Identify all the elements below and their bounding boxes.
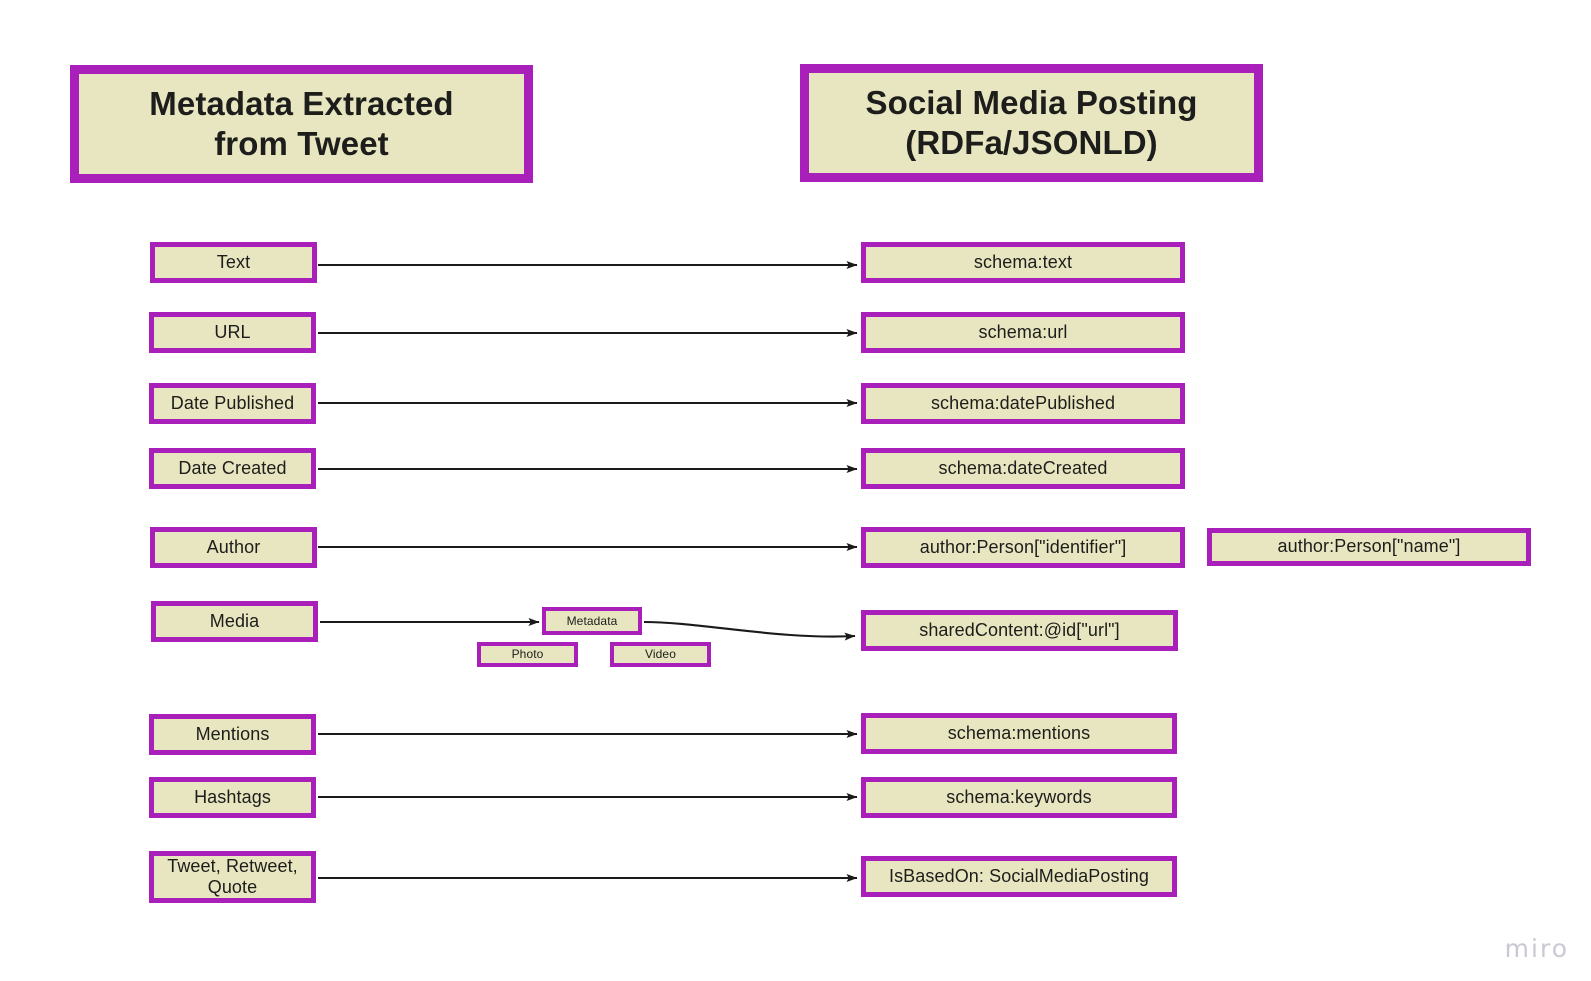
node-metadata-label: Metadata [566, 613, 618, 628]
node-author-person-identifier-label: author:Person["identifier"] [919, 536, 1127, 557]
node-schema-url-label: schema:url [978, 321, 1068, 342]
node-date-published-label: Date Published [170, 392, 295, 413]
node-hashtags[interactable]: Hashtags [149, 777, 316, 818]
node-shared-content-id-url-label: sharedContent:@id["url"] [919, 619, 1120, 640]
node-shared-content-id-url[interactable]: sharedContent:@id["url"] [861, 610, 1178, 651]
node-text-label: Text [216, 251, 251, 272]
node-hashtags-label: Hashtags [194, 786, 271, 807]
node-schema-text-label: schema:text [973, 251, 1073, 272]
node-schema-date-published[interactable]: schema:datePublished [861, 383, 1185, 424]
miro-watermark: miro [1504, 934, 1569, 963]
node-schema-date-published-label: schema:datePublished [930, 392, 1116, 413]
node-tweet-retweet-quote-label: Tweet, Retweet, Quote [167, 855, 298, 897]
node-mentions-label: Mentions [195, 723, 270, 744]
node-date-created[interactable]: Date Created [149, 448, 316, 489]
node-photo-label: Photo [511, 647, 544, 662]
heading-left-metadata-extracted: Metadata Extracted from Tweet [70, 65, 533, 183]
node-author-person-name[interactable]: author:Person["name"] [1207, 528, 1531, 566]
node-schema-keywords[interactable]: schema:keywords [861, 777, 1177, 818]
node-media[interactable]: Media [151, 601, 318, 642]
node-is-based-on[interactable]: IsBasedOn: SocialMediaPosting [861, 856, 1177, 897]
node-schema-text[interactable]: schema:text [861, 242, 1185, 283]
node-url-label: URL [214, 321, 251, 342]
node-author-label: Author [206, 536, 261, 557]
heading-right-social-media-posting: Social Media Posting (RDFa/JSONLD) [800, 64, 1263, 182]
node-video-label: Video [645, 647, 676, 662]
node-date-published[interactable]: Date Published [149, 383, 316, 424]
node-photo[interactable]: Photo [477, 642, 578, 667]
node-media-label: Media [209, 610, 260, 631]
heading-left-line1: Metadata Extracted [149, 84, 454, 122]
node-schema-date-created[interactable]: schema:dateCreated [861, 448, 1185, 489]
node-is-based-on-label: IsBasedOn: SocialMediaPosting [888, 865, 1150, 886]
heading-right-line2: (RDFa/JSONLD) [905, 124, 1158, 161]
node-metadata[interactable]: Metadata [542, 607, 642, 635]
node-mentions[interactable]: Mentions [149, 714, 316, 755]
connector-metadata-sharedcontent [643, 620, 856, 641]
node-text[interactable]: Text [150, 242, 317, 283]
node-video[interactable]: Video [610, 642, 711, 667]
node-author-person-identifier[interactable]: author:Person["identifier"] [861, 527, 1185, 568]
heading-left-line2: from Tweet [214, 125, 389, 162]
node-schema-mentions-label: schema:mentions [947, 722, 1091, 743]
node-date-created-label: Date Created [178, 457, 287, 478]
heading-right-line1: Social Media Posting [865, 83, 1198, 121]
node-author[interactable]: Author [150, 527, 317, 568]
node-url[interactable]: URL [149, 312, 316, 353]
node-schema-keywords-label: schema:keywords [946, 786, 1092, 807]
node-tweet-retweet-quote[interactable]: Tweet, Retweet, Quote [149, 851, 316, 903]
node-author-person-name-label: author:Person["name"] [1277, 536, 1461, 557]
node-schema-mentions[interactable]: schema:mentions [861, 713, 1177, 754]
node-schema-date-created-label: schema:dateCreated [938, 457, 1108, 478]
node-schema-url[interactable]: schema:url [861, 312, 1185, 353]
